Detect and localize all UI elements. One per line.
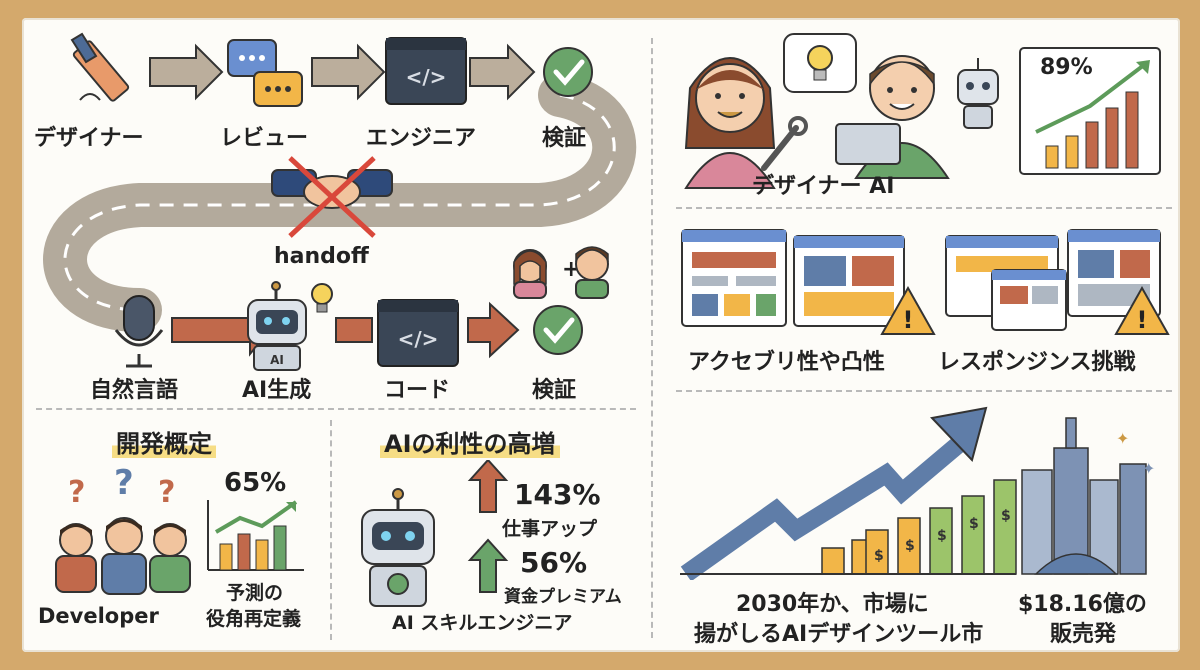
ai-section-footer: AI スキルエンジニア <box>392 612 573 634</box>
question-icon: ? <box>68 475 85 510</box>
step-code-label: コード <box>384 378 451 403</box>
arrow-1 <box>149 43 224 101</box>
robot-large-icon <box>361 488 435 607</box>
svg-text:</>: </> <box>398 327 439 351</box>
divider-right-2 <box>676 390 1172 392</box>
growth-chart-icon <box>1019 47 1161 175</box>
code-window-icon: </> <box>385 37 467 105</box>
market-bars: $ $ $ $ $ <box>821 479 1017 575</box>
market-text-line2: 揚がしるAIデザインツール市 <box>694 622 984 647</box>
market-illustration: $ $ $ $ $ ✦ ✦ <box>680 406 1155 580</box>
city-skyline-icon: ✦ ✦ <box>1021 417 1155 575</box>
check-icon <box>543 47 593 97</box>
arrow-up-green-icon <box>467 538 509 593</box>
stat1-value: 143% <box>514 478 601 511</box>
accessibility-label: アクセブリ性や凸性 <box>688 350 885 375</box>
challenges-illustration: ! ! <box>681 229 1170 335</box>
arrow-orange-2 <box>335 317 373 343</box>
handoff-label: handoff <box>274 244 369 269</box>
arrow-2 <box>311 43 386 101</box>
chat-bubbles-icon <box>227 39 303 107</box>
step-ai-generate-label: AI生成 <box>242 378 312 403</box>
arrow-3 <box>469 43 536 101</box>
step-verify-label: 検証 <box>542 126 587 151</box>
broken-layout-icon <box>793 235 905 327</box>
svg-text:$: $ <box>874 548 884 564</box>
check-icon-bottom <box>533 305 583 355</box>
svg-text:$: $ <box>1001 508 1011 524</box>
arrow-up-orange-icon <box>467 460 509 513</box>
dev-caption-line1: 予測の <box>226 582 284 604</box>
step-engineer-label: エンジニア <box>366 126 477 151</box>
question-icon: ? <box>158 475 175 510</box>
broken-webpage-icon <box>681 229 787 327</box>
step-natural-language-label: 自然言語 <box>90 378 179 403</box>
designer-ai-label: デザイナー AI <box>752 174 895 199</box>
question-icon: ? <box>114 463 134 503</box>
dev-caption-line2: 役角再定義 <box>206 608 302 630</box>
stat2-value: 56% <box>520 546 588 579</box>
designer-ai-illustration <box>684 33 1161 189</box>
divider-right-1 <box>676 207 1172 209</box>
robot-icon: AI <box>247 281 307 371</box>
workflow-diagram: </> AI </> <box>43 32 637 371</box>
code-window-icon-bottom: </> <box>377 299 459 367</box>
ai-section-illustration <box>361 460 509 607</box>
svg-text:✦: ✦ <box>1116 429 1129 448</box>
arrow-orange-3 <box>467 301 520 359</box>
lightbulb-bubble-icon <box>783 33 857 93</box>
responsive-screens-icon <box>945 229 1161 331</box>
stat1-label: 仕事アップ <box>502 518 598 540</box>
warning-icon-2: ! <box>1114 285 1170 335</box>
market-value-line1: $18.16億の <box>1018 592 1147 617</box>
wrench-icon <box>761 116 808 171</box>
svg-text:✦: ✦ <box>1142 459 1155 478</box>
divider-vertical-main <box>651 38 653 638</box>
market-value-line2: 販売発 <box>1050 622 1117 647</box>
dev-section-illustration: ? ? ? <box>55 463 304 595</box>
svg-text:</>: </> <box>406 65 447 89</box>
svg-text:!: ! <box>1137 306 1148 334</box>
handshake-crossed-icon <box>271 156 393 238</box>
pen-icon <box>70 32 130 102</box>
developer-label: Developer <box>38 604 159 628</box>
lightbulb-icon <box>311 283 333 313</box>
growth-mini-chart <box>207 500 304 571</box>
step-review-label: レビュー <box>220 126 309 151</box>
man-engineer-icon <box>835 55 950 179</box>
woman-designer-icon <box>684 57 776 189</box>
microphone-icon <box>114 295 164 368</box>
designer-ai-percent: 89% <box>1040 55 1093 80</box>
designer-engineer-pair-icon: + <box>513 246 609 299</box>
ai-section-title: AIの利性の高増 <box>380 424 560 459</box>
warning-icon: ! <box>880 285 936 335</box>
small-robot-icon <box>957 58 999 129</box>
svg-text:$: $ <box>937 528 947 544</box>
market-text-line1: 2030年か、市場に <box>736 592 929 617</box>
trend-arrow-icon <box>680 406 988 580</box>
svg-text:!: ! <box>903 306 914 334</box>
developer-group-icon <box>55 517 191 595</box>
dev-section-title: 開発概定 <box>112 424 216 459</box>
step-verify-label-bottom: 検証 <box>532 378 577 403</box>
dev-percent: 65% <box>224 468 287 498</box>
divider-left-horizontal <box>36 408 636 410</box>
step-designer-label: デザイナー <box>34 126 144 151</box>
stat2-label: 資金プレミアム <box>504 587 622 607</box>
robot-badge-text: AI <box>270 353 284 367</box>
svg-text:$: $ <box>905 538 915 554</box>
svg-text:$: $ <box>969 516 979 532</box>
divider-left-vertical <box>330 420 332 640</box>
responsive-label: レスポンジンス挑戦 <box>938 350 1136 375</box>
